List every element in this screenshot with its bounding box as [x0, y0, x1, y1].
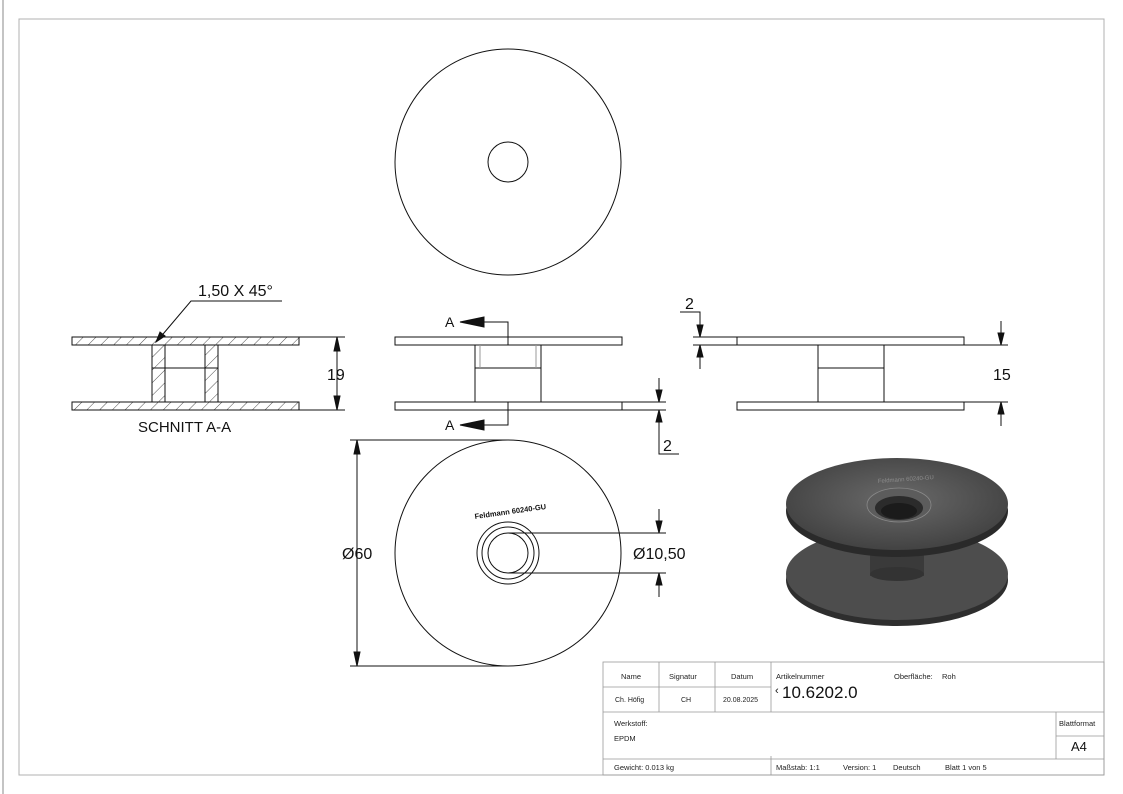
tb-werkstoff: EPDM — [614, 734, 636, 743]
section-view — [71, 300, 345, 411]
dim2b-arrow-bottom — [655, 409, 663, 423]
side-hub-upper — [817, 344, 885, 369]
bottom-view-outer-circle — [394, 439, 622, 667]
dim19-arrow-bottom — [333, 395, 341, 411]
dim2b-leader — [658, 410, 679, 455]
side-view — [736, 336, 965, 411]
top-view-hole — [487, 141, 529, 183]
isometric-view — [786, 458, 1008, 626]
tb-version: Version: 1 — [843, 763, 876, 772]
tb-header-name: Name — [621, 672, 641, 681]
tb-header-datum: Datum — [731, 672, 753, 681]
section-height-label: 19 — [327, 367, 345, 384]
top-view-outer-circle — [394, 48, 622, 276]
tb-blatt: Blatt 1 von 5 — [945, 763, 987, 772]
bottom-flange-thickness: 2 — [663, 438, 672, 455]
dim2b-arrow-top — [655, 389, 663, 403]
tb-name: Ch. Höfig — [615, 697, 644, 704]
dim-side-height — [964, 321, 1008, 426]
section-hub-left — [151, 344, 166, 403]
chamfer-note: 1,50 X 45° — [198, 283, 273, 300]
top-flange-thickness: 2 — [685, 296, 694, 313]
bottom-view — [350, 439, 666, 667]
iso-hub-bottom — [870, 567, 924, 581]
side-height-label: 15 — [993, 367, 1011, 384]
cut-arrow-top — [459, 316, 485, 328]
section-hub-right — [204, 344, 219, 403]
tb-gewicht: Gewicht: 0.013 kg — [614, 763, 674, 772]
tb-werkstoff-label: Werkstoff: — [614, 719, 647, 728]
chamfer-arrow — [154, 331, 166, 344]
cutting-plane — [459, 316, 509, 431]
front-hub-upper — [474, 344, 542, 369]
outer-diameter-value: 60 — [354, 546, 372, 563]
bottom-view-hub-step — [481, 526, 535, 580]
dim15-arrow-bottom — [997, 401, 1005, 415]
iso-hole-depth — [881, 503, 917, 519]
iso-engraving-text: Feldmann 60240-GU — [878, 475, 934, 485]
dim2t-arrow-top — [696, 324, 704, 338]
chamfer-leader — [157, 300, 282, 341]
outer-diameter-label: Ø60 — [342, 546, 372, 563]
front-hub-lower — [474, 367, 542, 403]
cut-label-bottom: A — [445, 417, 455, 433]
section-title: SCHNITT A-A — [138, 419, 231, 436]
engraving-text: Feldmann 60240-GU — [474, 502, 547, 521]
front-view — [394, 336, 623, 411]
dim-bottom-flange — [622, 378, 679, 455]
dim10-arrow-bottom — [655, 572, 663, 586]
tb-signatur: CH — [681, 697, 691, 704]
bottom-view-hub-outer — [476, 521, 540, 585]
tb-sprache: Deutsch — [893, 763, 921, 772]
tb-header-signatur: Signatur — [669, 672, 697, 681]
bottom-view-hole — [487, 532, 529, 574]
dim60-arrow-bottom — [353, 651, 361, 667]
tb-artikel-label: Artikelnummer — [776, 672, 825, 681]
tb-oberflaeche-label: Oberfläche: — [894, 672, 933, 681]
section-bottom-flange — [71, 401, 300, 411]
tb-datum: 20.08.2025 — [723, 697, 758, 704]
dim10-arrow-top — [655, 520, 663, 534]
hole-diameter-value: 10,50 — [645, 546, 685, 563]
dim19-arrow-top — [333, 336, 341, 352]
top-view — [394, 48, 622, 276]
sheet-frame — [18, 18, 1105, 776]
tb-oberflaeche: Roh — [942, 672, 956, 681]
side-top-flange — [736, 336, 965, 346]
tb-massstab: Maßstab: 1:1 — [776, 763, 820, 772]
side-bottom-flange — [736, 401, 965, 411]
tb-blattformat-label: Blattformat — [1059, 719, 1096, 728]
tb-artikel-nummer: 10.6202.0 — [782, 683, 858, 702]
section-top-flange — [71, 336, 300, 346]
title-block-frame — [602, 661, 1105, 776]
tb-artikel-prefix: ‹ — [775, 685, 779, 697]
cut-label-top: A — [445, 314, 455, 330]
cut-arrow-bottom — [459, 419, 485, 431]
dim2t-arrow-bottom — [696, 344, 704, 358]
dim60-arrow-top — [353, 439, 361, 455]
side-hub-lower — [817, 367, 885, 403]
dim15-arrow-top — [997, 332, 1005, 346]
tb-blattformat: A4 — [1071, 739, 1087, 754]
dim-top-flange — [680, 311, 737, 369]
hole-diameter-label: Ø10,50 — [633, 546, 686, 563]
title-block — [602, 661, 1105, 776]
